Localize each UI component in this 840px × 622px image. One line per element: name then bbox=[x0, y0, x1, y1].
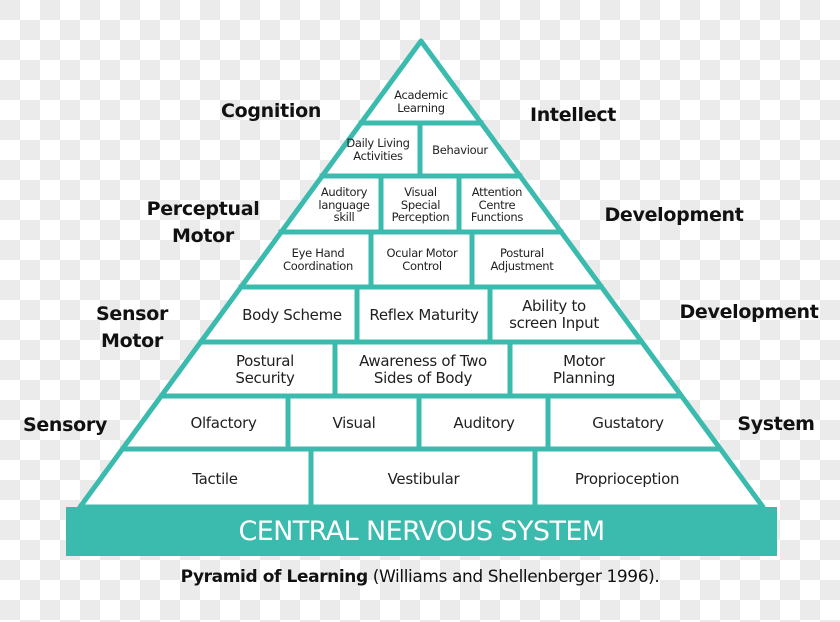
left-label-sensor-motor: Sensor Motor bbox=[95, 303, 169, 352]
pyramid-cell-vestibular: Vestibular bbox=[313, 452, 534, 506]
cell-label: Auditory bbox=[453, 413, 515, 432]
pyramid-cell-visual-special-perception: Visual Special Perception bbox=[383, 179, 458, 231]
left-label-cognition: Cognition bbox=[220, 100, 322, 122]
cell-label: Daily Living Activities bbox=[346, 136, 410, 163]
left-label-perceptual-motor: Perceptual Motor bbox=[146, 198, 260, 247]
pyramid-cell-eye-hand-coordination: Eye Hand Coordination bbox=[266, 235, 370, 285]
cell-label: Olfactory bbox=[190, 413, 257, 432]
left-label-sensory: Sensory bbox=[22, 414, 108, 436]
right-label-development-upper: Development bbox=[604, 204, 744, 226]
base-label: CENTRAL NERVOUS SYSTEM bbox=[238, 516, 605, 547]
cell-label: Motor Planning bbox=[552, 352, 616, 387]
cell-label: Visual bbox=[332, 413, 376, 432]
pyramid-cell-reflex-maturity: Reflex Maturity bbox=[359, 290, 489, 340]
cell-label: Ocular Motor Control bbox=[386, 246, 458, 273]
pyramid-cell-olfactory: Olfactory bbox=[160, 399, 287, 447]
pyramid-cell-awareness-of-two-sides-of-body: Awareness of Two Sides of Body bbox=[337, 345, 509, 395]
pyramid-cell-ocular-motor-control: Ocular Motor Control bbox=[373, 235, 471, 285]
cell-label: Postural Adjustment bbox=[490, 246, 554, 273]
pyramid-cell-motor-planning: Motor Planning bbox=[512, 345, 656, 395]
pyramid-cell-academic-learning: Academic Learning bbox=[371, 82, 471, 122]
pyramid-cell-daily-living-activities: Daily Living Activities bbox=[336, 126, 420, 174]
pyramid-cell-gustatory: Gustatory bbox=[550, 399, 706, 447]
figure-caption: Pyramid of Learning (Williams and Shelle… bbox=[0, 567, 840, 587]
cell-label: Proprioception bbox=[574, 469, 680, 488]
pyramid-cell-auditory-language-skill: Auditory language skill bbox=[306, 179, 382, 231]
pyramid-cell-tactile: Tactile bbox=[120, 452, 310, 506]
cell-label: Reflex Maturity bbox=[369, 305, 479, 324]
cell-label: Awareness of Two Sides of Body bbox=[359, 352, 487, 387]
right-label-development-lower: Development bbox=[679, 301, 819, 323]
cell-label: Auditory language skill bbox=[318, 184, 370, 225]
cell-label: Visual Special Perception bbox=[391, 184, 450, 225]
cell-label: Tactile bbox=[192, 469, 238, 488]
pyramid-cell-postural-adjustment: Postural Adjustment bbox=[474, 235, 570, 285]
right-label-intellect: Intellect bbox=[529, 104, 617, 126]
pyramid-cell-postural-security: Postural Security bbox=[196, 345, 334, 395]
cell-label: Body Scheme bbox=[242, 305, 342, 324]
pyramid-cell-proprioception: Proprioception bbox=[537, 452, 717, 506]
pyramid-cell-visual: Visual bbox=[290, 399, 418, 447]
right-label-system: System bbox=[737, 413, 815, 435]
central-nervous-system-bar: CENTRAL NERVOUS SYSTEM bbox=[66, 507, 777, 556]
pyramid-cell-body-scheme: Body Scheme bbox=[228, 290, 356, 340]
pyramid-cell-ability-to-screen-input: Ability to screen Input bbox=[492, 290, 616, 340]
cell-label: Vestibular bbox=[387, 469, 460, 488]
cell-label: Gustatory bbox=[592, 413, 664, 432]
cell-label: Eye Hand Coordination bbox=[283, 246, 353, 273]
cell-label: Postural Security bbox=[235, 352, 295, 387]
pyramid-cell-behaviour: Behaviour bbox=[422, 126, 498, 174]
cell-label: Behaviour bbox=[432, 142, 488, 157]
cell-label: Ability to screen Input bbox=[509, 297, 599, 332]
cell-label: Academic Learning bbox=[394, 88, 448, 115]
cell-label: Attention Centre Functions bbox=[470, 184, 524, 225]
pyramid-cell-auditory: Auditory bbox=[421, 399, 547, 447]
caption-title: Pyramid of Learning bbox=[180, 567, 369, 587]
pyramid-cell-attention-centre-functions: Attention Centre Functions bbox=[460, 179, 534, 231]
caption-citation: (Williams and Shellenberger 1996). bbox=[367, 567, 660, 587]
